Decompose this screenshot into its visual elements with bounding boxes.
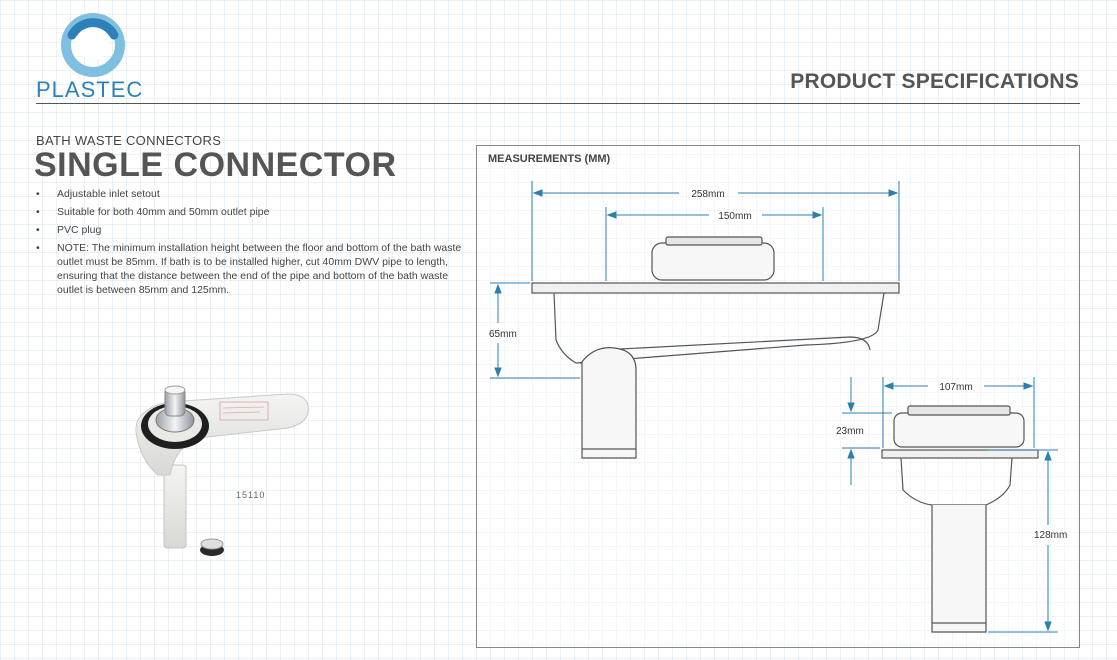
product-title: SINGLE CONNECTOR <box>34 146 397 184</box>
feature-item: Adjustable inlet setout <box>36 187 468 201</box>
part-number: 15110 <box>236 490 266 500</box>
dim-outlet-diameter: 107mm <box>939 382 972 393</box>
technical-drawing: 258mm 150mm 65mm 107mm 23mm 128mm <box>489 181 1067 633</box>
dim-height: 65mm <box>489 329 517 340</box>
feature-item: Suitable for both 40mm and 50mm outlet p… <box>36 205 468 219</box>
product-category: BATH WASTE CONNECTORS <box>36 133 222 148</box>
dim-inlet-setout: 150mm <box>718 211 751 222</box>
product-photo <box>135 385 309 556</box>
brand-name: PLASTEC <box>36 77 144 102</box>
page-heading: PRODUCT SPECIFICATIONS <box>790 70 1079 93</box>
header-divider <box>36 103 1080 104</box>
dim-total-height: 128mm <box>1034 530 1067 541</box>
feature-note: NOTE: The minimum installation height be… <box>36 241 468 297</box>
ring-logo-icon <box>61 13 125 77</box>
feature-item: PVC plug <box>36 223 468 237</box>
measurements-title: MEASUREMENTS (MM) <box>488 153 611 165</box>
dim-flange-height: 23mm <box>836 426 864 437</box>
dim-overall-length: 258mm <box>691 189 724 200</box>
feature-list: Adjustable inlet setout Suitable for bot… <box>36 187 468 301</box>
